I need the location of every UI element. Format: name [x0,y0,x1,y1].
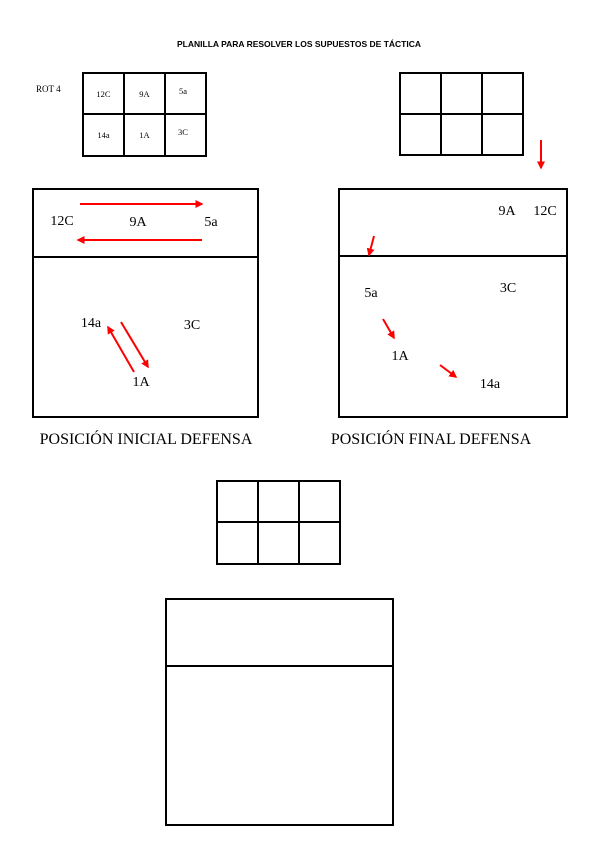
player-1A: 1A [132,375,150,390]
grid-cell-5: 1A [139,130,150,140]
player-3C-final: 3C [500,281,516,296]
player-12C-final: 12C [533,204,556,219]
player-12C: 12C [50,214,73,229]
player-9A: 9A [129,215,147,230]
player-3C: 3C [184,318,200,333]
grid-cell-3: 5a [179,86,187,96]
arrow-diagonal-down [120,321,149,369]
empty-grid-top-right [399,72,524,156]
rotation-label: ROT 4 [36,84,61,94]
player-1A-final: 1A [391,349,409,364]
arrow-1A-move [439,364,458,378]
court-initial [32,188,259,418]
arrow-diagonal-up [107,325,135,373]
player-9A-final: 9A [498,204,516,219]
arrow-5a-move [382,318,395,340]
court-final [338,188,568,418]
grid-cell-1: 12C [96,89,111,99]
player-5a-final: 5a [364,286,378,301]
rotation-grid [82,72,207,157]
player-14a: 14a [81,316,102,331]
court-empty [165,598,394,826]
grid-cell-6: 3C [178,127,188,137]
arrow-to-net [366,235,375,257]
caption-initial: POSICIÓN INICIAL DEFENSA [40,429,253,448]
page-title: PLANILLA PARA RESOLVER LOS SUPUESTOS DE … [177,39,421,49]
caption-final: POSICIÓN FINAL DEFENSA [331,429,532,448]
player-14a-final: 14a [480,377,501,392]
player-5a: 5a [204,215,218,230]
empty-grid-bottom [216,480,341,565]
grid-cell-4: 14a [97,130,110,140]
grid-cell-2: 9A [139,89,150,99]
